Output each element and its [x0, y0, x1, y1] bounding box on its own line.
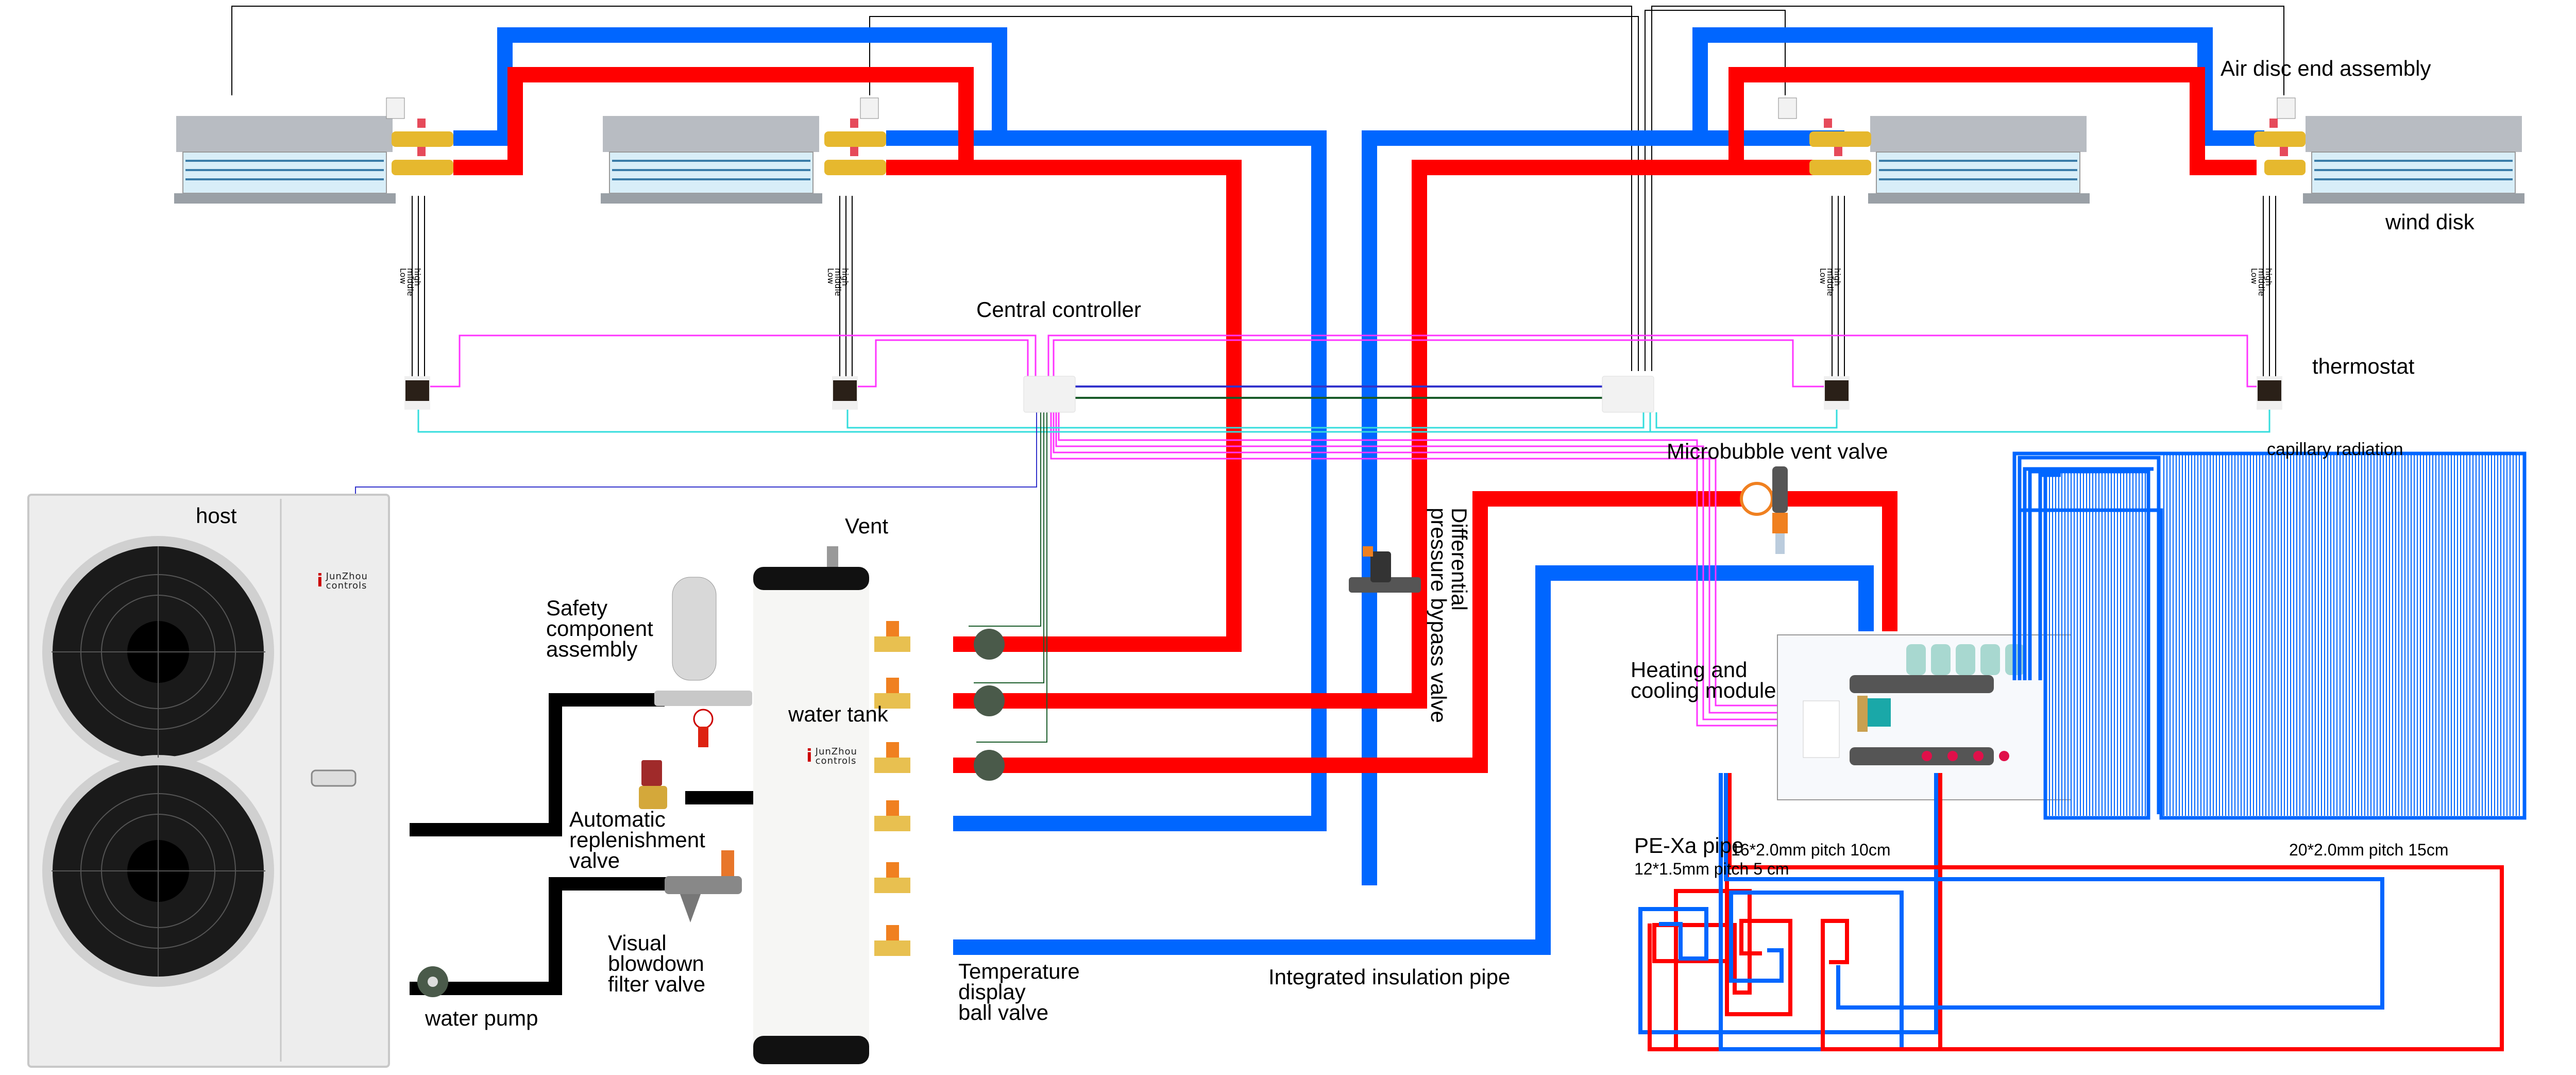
microbubble-vent-valve: [1740, 466, 1788, 554]
label-pexa-pipe: PE-Xa pipe: [1634, 833, 1744, 858]
label-fan-high-3: high: [1833, 268, 1842, 286]
fan-speed-wires: [412, 196, 2276, 379]
automatic-replenishment-valve: [639, 760, 667, 809]
valve-control-wires: [231, 6, 2284, 371]
label-thermostat: thermostat: [2312, 354, 2415, 378]
thermostat-4: [2257, 376, 2282, 410]
control-wire-4: [1651, 6, 2284, 371]
control-wire-1: [231, 6, 1632, 371]
control-wire-3: [1645, 10, 1786, 371]
label-central-controller: Central controller: [976, 297, 1141, 322]
label-visual-blowdown-filter-valve: Visual blowdown filter valve: [608, 931, 706, 996]
brand-mark-icon: i: [806, 746, 812, 766]
cold-pipes: [453, 27, 2264, 955]
host-unit: [27, 494, 390, 1068]
brand-name: JunZhou: [815, 746, 857, 757]
host-pipe-lower: [410, 877, 680, 995]
thermostat-2: [832, 376, 858, 410]
water-pump-host: [417, 966, 448, 997]
label-temperature-display-ball-valve: Temperature display ball valve: [958, 959, 1080, 1024]
label-host: host: [196, 503, 237, 528]
fan-coil-unit-3: [1778, 97, 2090, 204]
brand-name: JunZhou: [326, 571, 368, 582]
label-capillary-radiation: capillary radiation: [2267, 440, 2403, 459]
thermostats: [404, 376, 2282, 410]
label-differential-pressure-bypass-valve: Differential pressure bypass valve: [1427, 508, 1471, 723]
hot-pipe-fcu3: [1728, 67, 2257, 175]
capillary-fine-lines: [2049, 455, 2520, 816]
central-controller-right: [1602, 376, 1654, 413]
fan-coil-unit-4: [2254, 97, 2524, 204]
hot-pipe-floor: [953, 491, 1897, 773]
hot-pipe-fcu1: [453, 67, 1242, 652]
cyan-signal-wires: [417, 407, 2270, 433]
brand-mark-icon: i: [317, 570, 323, 591]
safety-component-assembly: [654, 577, 752, 747]
fan-coil-unit-1: [174, 97, 453, 204]
visual-blowdown-filter-valve: [665, 850, 742, 922]
label-safety-component-assembly: Safety component assembly: [546, 596, 653, 661]
hot-pipes: [453, 67, 2257, 773]
tank-outlet-valves: [874, 621, 1005, 956]
magenta-signal-wires: [422, 334, 2267, 727]
label-heating-cooling-module: Heating and cooling module: [1631, 658, 1776, 702]
water-tank: [753, 546, 869, 1064]
label-loop2-spec: 16*2.0mm pitch 10cm: [1731, 841, 1891, 859]
hot-pipe-bypass: [953, 160, 1736, 709]
cold-pipe-return: [1362, 130, 1700, 885]
heating-cooling-module: [1777, 634, 2072, 800]
label-water-pump: water pump: [425, 1006, 538, 1030]
cold-pipe-floor: [953, 565, 1874, 955]
host-pipes: [410, 693, 757, 995]
label-fan-high-4: high: [2264, 268, 2274, 286]
cold-pipe-fcu1: [453, 27, 1327, 831]
floor-heating-loops: [1638, 773, 2504, 1051]
label-pexa-spec: 12*1.5mm pitch 5 cm: [1634, 860, 1789, 878]
bus-lines: [355, 385, 1602, 743]
label-microbubble-vent-valve: Microbubble vent valve: [1667, 439, 1888, 463]
label-integrated-insulation-pipe: Integrated insulation pipe: [1268, 965, 1511, 989]
differential-pressure-bypass-valve: [1349, 546, 1421, 593]
cold-pipe-fcu3: [1692, 27, 2264, 146]
control-wire-2: [869, 16, 1639, 371]
label-wind-disk: wind disk: [2385, 210, 2475, 234]
thermostat-3: [1824, 376, 1850, 410]
label-loop3-spec: 20*2.0mm pitch 15cm: [2289, 841, 2449, 859]
label-automatic-replenishment-valve: Automatic replenishment valve: [569, 807, 705, 872]
label-water-tank: water tank: [788, 702, 888, 726]
capillary-radiation: [2012, 451, 2527, 820]
central-controllers: [1023, 376, 1654, 413]
fan-coil-units: [174, 97, 2524, 204]
label-air-disc-end-assembly: Air disc end assembly: [2221, 56, 2431, 80]
label-vent: Vent: [845, 514, 889, 538]
fan-coil-unit-2: [601, 97, 886, 204]
thermostat-1: [404, 376, 430, 410]
host-pipe-upper: [410, 693, 665, 836]
brand-sub: controls: [326, 580, 367, 591]
label-fan-high-1: high: [413, 268, 422, 286]
brand-sub: controls: [815, 755, 857, 766]
label-fan-high-2: high: [840, 268, 850, 286]
central-controller-left: [1023, 376, 1076, 413]
